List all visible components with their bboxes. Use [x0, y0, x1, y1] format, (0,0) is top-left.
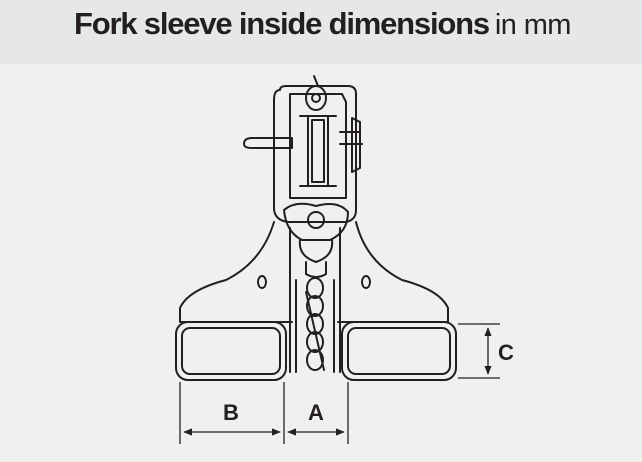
diagram-canvas [0, 64, 642, 462]
title-main: Fork sleeve inside dimensions [74, 6, 490, 41]
fork-sleeve-right [341, 321, 457, 381]
label-a: A [308, 400, 324, 425]
label-c: C [498, 340, 514, 365]
dimension-c [458, 323, 500, 379]
dimension-b [179, 382, 281, 444]
fork-sleeve-left [175, 321, 287, 381]
yoke-body [179, 221, 449, 323]
center-post [289, 227, 341, 373]
label-b: B [223, 400, 239, 425]
hook-housing [243, 75, 363, 223]
swivel-shackle [283, 202, 349, 278]
title-unit: in mm [494, 9, 572, 41]
dimension-a [283, 382, 349, 444]
